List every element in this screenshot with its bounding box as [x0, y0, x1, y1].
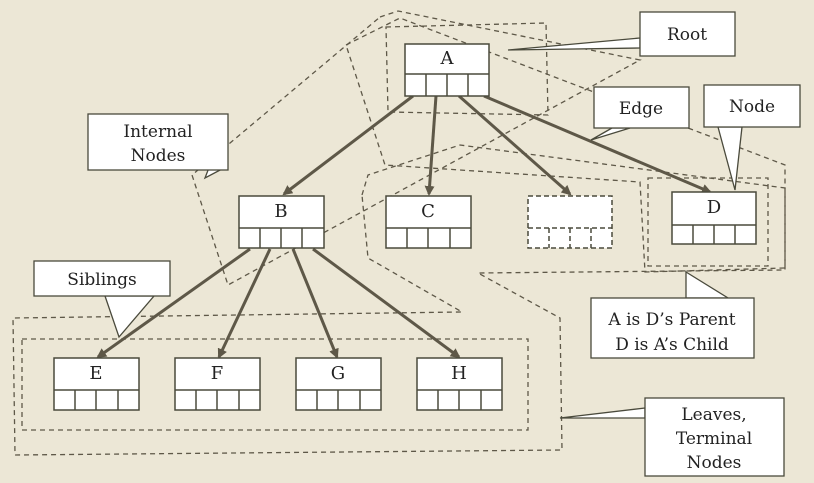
leaves-callout-line-3: Nodes — [687, 453, 742, 473]
edge-a-d — [483, 94, 712, 194]
node-label-c: C — [421, 201, 435, 222]
root-callout-text: Root — [667, 25, 707, 45]
edge-a-b — [282, 94, 414, 196]
leaves-callout-line-1: Leaves, — [681, 405, 746, 425]
edge-b-h — [312, 247, 461, 359]
parent-child-callout-line-2: D is A’s Child — [615, 335, 729, 355]
tree-node-b: B — [238, 195, 325, 249]
internal-nodes-callout-line-1: Internal — [123, 122, 192, 142]
tree-node-empty — [527, 195, 613, 249]
siblings-callout-pointer — [104, 295, 156, 339]
node-label-b: B — [274, 201, 287, 222]
edge-b-g — [291, 248, 339, 359]
edge-callout-pointer — [590, 127, 631, 141]
node-label-e: E — [89, 363, 102, 384]
root-callout-pointer — [507, 37, 641, 51]
internal-nodes-callout: Internal Nodes — [87, 113, 229, 171]
node-callout: Node — [703, 84, 801, 128]
tree-node-f: F — [174, 357, 261, 411]
parent-region — [345, 17, 786, 273]
parent-child-callout-pointer — [685, 270, 731, 299]
edge-a-c — [424, 95, 438, 196]
leaves-region-upper — [12, 144, 786, 456]
edge-callout: Edge — [593, 86, 690, 129]
siblings-callout-text: Siblings — [67, 270, 136, 290]
root-callout: Root — [639, 11, 736, 57]
node-callout-text: Node — [729, 97, 775, 117]
tree-node-h: H — [416, 357, 503, 411]
tree-node-e: E — [53, 357, 140, 411]
parent-child-callout-line-1: A is D’s Parent — [607, 310, 735, 330]
node-label-h: H — [451, 363, 467, 384]
edge-callout-text: Edge — [619, 99, 663, 119]
siblings-region — [21, 338, 529, 431]
edge-b-e — [96, 247, 251, 359]
tree-node-d: D — [671, 191, 757, 245]
parent-child-region — [647, 177, 769, 267]
edge-b-f — [217, 248, 272, 359]
tree-node-c: C — [385, 195, 472, 249]
node-label-a: A — [440, 48, 455, 69]
parent-child-callout: A is D’s Parent D is A’s Child — [590, 297, 755, 359]
node-label-g: G — [331, 363, 345, 384]
tree-node-a: A — [404, 43, 490, 97]
siblings-callout: Siblings — [33, 260, 171, 297]
node-label-f: F — [211, 363, 224, 384]
leaves-callout: Leaves, Terminal Nodes — [644, 397, 785, 477]
edges — [96, 94, 712, 359]
root-highlight-region — [385, 22, 549, 116]
tree-node-g: G — [295, 357, 382, 411]
internal-nodes-callout-line-2: Nodes — [131, 146, 186, 166]
leaves-callout-line-2: Terminal — [676, 429, 752, 449]
leaves-callout-pointer — [559, 407, 646, 419]
node-label-d: D — [707, 197, 721, 218]
edge-a-empty — [458, 94, 572, 196]
